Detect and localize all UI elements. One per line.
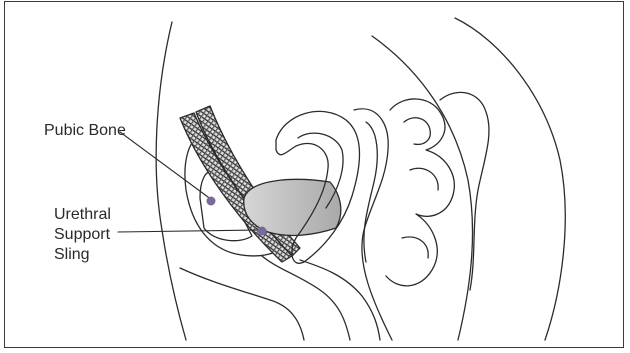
back-body-outline <box>455 18 565 340</box>
vaginal-wall-back <box>300 260 380 340</box>
pubic-bone-label: Pubic Bone <box>44 121 126 141</box>
front-body-outline <box>156 22 186 340</box>
rectum-outline <box>354 109 392 340</box>
perineum-line <box>180 268 304 340</box>
bowel-loop-3 <box>410 168 438 190</box>
bowel-loop-2 <box>404 118 430 145</box>
bowel-loop-1 <box>386 99 454 286</box>
urethral-support-sling-label: Urethral Support Sling <box>54 205 111 265</box>
bowel-loop-4 <box>402 237 428 258</box>
sacrum-outline <box>372 36 473 340</box>
sling-marker <box>258 227 267 236</box>
sling-label-line-2: Support <box>54 225 111 245</box>
vaginal-wall-front <box>262 256 350 340</box>
rectum-inner <box>364 122 377 262</box>
sling-label-line-3: Sling <box>54 245 111 265</box>
sling-label-line-1: Urethral <box>54 205 111 225</box>
pubic-bone-marker <box>207 197 216 206</box>
sling-leader-line <box>118 230 262 232</box>
